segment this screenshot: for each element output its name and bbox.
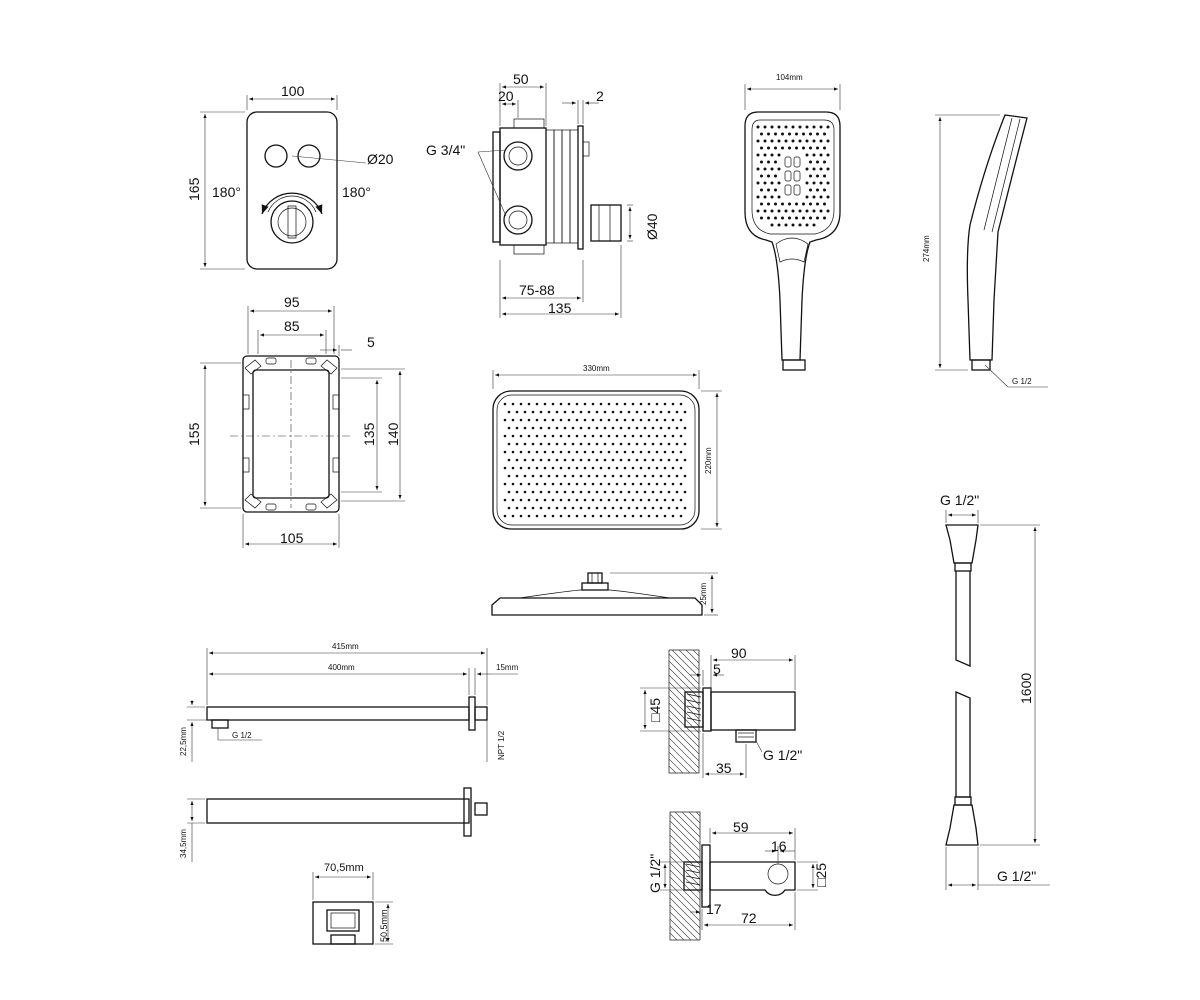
arm-flange-label: 15mm bbox=[496, 663, 519, 672]
spout-square-label: □25 bbox=[813, 863, 829, 887]
arm-wall-thread-label: NPT 1/2 bbox=[497, 730, 506, 760]
arm-height-label: 22,5mm bbox=[179, 727, 188, 756]
frame-outer-width-label: 95 bbox=[284, 294, 300, 310]
angle-left-label: 180° bbox=[212, 184, 241, 200]
valve-plate-label: 2 bbox=[596, 88, 604, 104]
spout-wall-gap-label: 17 bbox=[706, 901, 722, 917]
hose-bottom-connection-label: G 1/2" bbox=[997, 868, 1036, 884]
hand-shower-connection-label: G 1/2 bbox=[1012, 377, 1032, 386]
mounting-frame: 95 85 5 155 135 140 105 bbox=[186, 294, 405, 548]
outlet-offset-label: 35 bbox=[716, 760, 732, 776]
frame-rail-height-label: 140 bbox=[385, 422, 401, 446]
rose-height-label: 34,5mm bbox=[179, 829, 188, 858]
rain-shower-top-view: 330mm 220mm bbox=[492, 364, 722, 530]
frame-gap-label: 5 bbox=[367, 334, 375, 350]
rain-shower-width-label: 330mm bbox=[583, 364, 610, 373]
rain-shower-side-view: 25mm bbox=[491, 572, 718, 616]
frame-inner-width-label: 85 bbox=[284, 318, 300, 334]
hand-shower-holder: 70,5mm 50,5mm bbox=[312, 862, 393, 945]
valve-body-side-view: 50 20 2 G 3/4" Ø40 75-88 135 bbox=[426, 71, 660, 318]
holder-width-label: 70,5mm bbox=[324, 862, 364, 874]
outlet-connection-label: G 1/2" bbox=[763, 747, 802, 763]
valve-total-depth-label: 135 bbox=[548, 300, 572, 316]
hand-shower-front-view: 104mm bbox=[744, 73, 841, 371]
button-diameter-label: Ø20 bbox=[367, 151, 394, 167]
frame-height-label: 155 bbox=[186, 422, 202, 446]
angle-right-label: 180° bbox=[342, 184, 371, 200]
mount-range-label: 75-88 bbox=[519, 282, 555, 298]
rain-shower-nozzles bbox=[503, 402, 687, 518]
hand-shower-length-label: 274mm bbox=[922, 235, 931, 262]
outlet-gap-label: 5 bbox=[713, 661, 721, 677]
spout-offset-label: 16 bbox=[771, 838, 787, 854]
spindle-diameter-label: Ø40 bbox=[644, 213, 660, 240]
arm-length-label: 400mm bbox=[328, 663, 355, 672]
rain-shower-height-label: 25mm bbox=[699, 582, 708, 605]
bath-spout: 59 16 □25 G 1/2" 17 72 bbox=[647, 811, 829, 941]
valve-flange-label: 20 bbox=[498, 88, 514, 104]
frame-inner-height-label: 135 bbox=[361, 422, 377, 446]
shower-arm-side-view: 415mm 400mm 15mm 22,5mm G 1/2 NPT 1/2 bbox=[179, 642, 519, 762]
panel-width-label: 100 bbox=[281, 83, 305, 99]
panel-height-label: 165 bbox=[186, 177, 202, 201]
spout-inlet-label: G 1/2" bbox=[647, 854, 663, 893]
spout-projection-label: 72 bbox=[741, 910, 757, 926]
hose-top-connection-label: G 1/2" bbox=[940, 492, 979, 508]
spout-length-label: 59 bbox=[733, 819, 749, 835]
shower-hose: G 1/2" 1600 G 1/2" bbox=[940, 492, 1050, 890]
hand-shower-nozzles bbox=[756, 125, 830, 227]
outlet-square-label: □45 bbox=[647, 698, 663, 722]
control-panel-front-view: 100 165 Ø20 180° 180° bbox=[186, 83, 394, 270]
wall-outlet: 90 5 □45 35 G 1/2" bbox=[640, 645, 802, 778]
outlet-depth-label: 90 bbox=[731, 645, 747, 661]
valve-depth-label: 50 bbox=[513, 71, 529, 87]
holder-height-label: 50,5mm bbox=[379, 909, 389, 942]
arm-total-length-label: 415mm bbox=[332, 642, 359, 651]
hand-shower-width-label: 104mm bbox=[776, 73, 803, 82]
rain-shower-depth-label: 220mm bbox=[704, 447, 713, 474]
frame-bottom-width-label: 105 bbox=[280, 530, 304, 546]
valve-thread-label: G 3/4" bbox=[426, 142, 465, 158]
arm-connection-label: G 1/2 bbox=[232, 731, 252, 740]
hose-length-label: 1600 bbox=[1018, 673, 1034, 704]
shower-arm-top-view: 34,5mm bbox=[179, 787, 488, 862]
hand-shower-side-view: 274mm G 1/2 bbox=[922, 114, 1048, 388]
